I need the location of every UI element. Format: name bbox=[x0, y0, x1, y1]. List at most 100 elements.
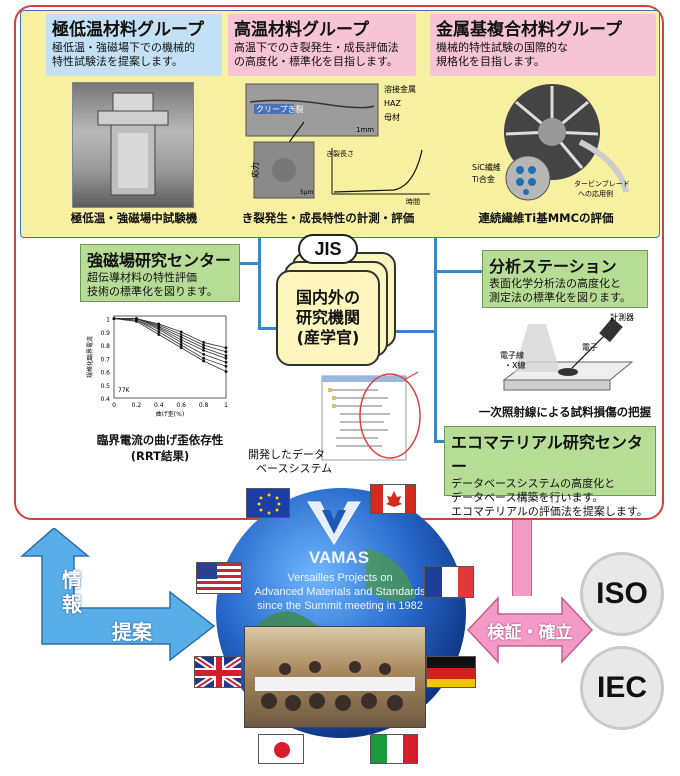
verify-establish-label: 検証・確立 bbox=[487, 623, 573, 643]
data-point bbox=[202, 352, 205, 356]
x-tick-label: 0.8 bbox=[199, 402, 209, 409]
magnet-caption-2: (RRT結果) bbox=[130, 449, 190, 463]
connector-to-eco bbox=[434, 440, 444, 443]
magnet-center-title: 強磁場研究センター bbox=[87, 251, 232, 270]
group-cryogenic-desc-1: 極低温・強磁場下での機械的 bbox=[52, 41, 195, 54]
proposal-label: 提案 bbox=[112, 620, 152, 644]
data-point bbox=[179, 335, 183, 339]
time-label: 時間 bbox=[406, 198, 420, 206]
tricolor-icon bbox=[425, 567, 473, 597]
detector-label: 計測器 bbox=[610, 312, 634, 322]
y-tick-label: 0.9 bbox=[100, 330, 110, 337]
data-point bbox=[179, 346, 183, 350]
data-point bbox=[157, 330, 161, 334]
y-tick-label: 0.6 bbox=[100, 370, 110, 377]
x-tick-label: 0.6 bbox=[176, 402, 186, 409]
data-point bbox=[157, 333, 161, 336]
vamas-v-icon bbox=[307, 501, 361, 545]
cryogenic-tester-photo bbox=[72, 82, 194, 208]
turbine-blade-label: タービンブレード bbox=[574, 179, 630, 188]
xray-label: ・X線 bbox=[504, 360, 525, 370]
ti-alloy-label: Ti合金 bbox=[471, 174, 495, 184]
weld-metal-label: 溶接金属 bbox=[384, 84, 416, 94]
group-cryogenic-title: 極低温材料グループ bbox=[52, 20, 204, 40]
series-line bbox=[113, 318, 227, 367]
data-point bbox=[202, 346, 205, 350]
group-mmc: 金属基複合材料グループ 機械的特性試験の国際的な 規格化を目指します。 bbox=[430, 14, 656, 76]
group-high-temp-caption: き裂発生・成長特性の計測・評価 bbox=[241, 211, 415, 225]
data-point bbox=[112, 317, 116, 321]
rising-sun-icon bbox=[274, 742, 290, 758]
group-mmc-title: 金属基複合材料グループ bbox=[436, 20, 622, 40]
data-point bbox=[224, 356, 228, 360]
iso-badge: ISO bbox=[580, 552, 664, 636]
sic-fiber-label: SiC繊維 bbox=[472, 162, 501, 172]
meeting-photo bbox=[244, 626, 426, 728]
mmc-turbine-figure: SiC繊維 Ti合金 タービンブレード への応用例 bbox=[471, 84, 630, 201]
x-tick-label: 1 bbox=[224, 402, 228, 409]
ecomaterial-desc-2: データベース構築を行います。 bbox=[451, 491, 604, 504]
data-point bbox=[224, 370, 228, 373]
vamas-line-3: since the Summit meeting in 1982 bbox=[257, 600, 423, 612]
database-caption-1: 開発したデータ bbox=[248, 448, 325, 461]
vamas-logo bbox=[306, 500, 362, 546]
analysis-station-caption: 一次照射線による試料損傷の把握 bbox=[478, 405, 652, 419]
y-axis-label: 規格化臨界電流 bbox=[86, 336, 94, 378]
crack-label: クリープき裂 bbox=[256, 104, 304, 114]
connector-to-center-left bbox=[258, 327, 280, 330]
irradiation-graphic: 計測器 電子 電子線 ・X線 bbox=[500, 312, 634, 391]
data-point bbox=[202, 356, 205, 360]
data-point bbox=[224, 350, 228, 354]
x-axis-label: 曲げ歪(%) bbox=[156, 410, 184, 418]
data-point bbox=[202, 341, 205, 344]
scale-1mm-label: 1mm bbox=[356, 126, 374, 134]
ecomaterial-desc-3: エコマテリアルの評価法を提案します。 bbox=[451, 505, 648, 518]
group-cryogenic: 極低温材料グループ 極低温・強磁場下での機械的 特性試験法を提案します。 bbox=[46, 14, 222, 76]
application-example-label: への応用例 bbox=[578, 189, 613, 198]
jis-badge: JIS bbox=[298, 234, 358, 264]
data-point bbox=[179, 330, 183, 334]
jis-label: JIS bbox=[314, 238, 342, 259]
analysis-station-title: 分析ステーション bbox=[489, 257, 617, 276]
data-point bbox=[179, 343, 183, 347]
temperature-note: 77K bbox=[118, 387, 131, 394]
mmc-image-panel: SiC繊維 Ti合金 タービンブレード への応用例 bbox=[470, 82, 634, 208]
group-cryogenic-caption: 極低温・強磁場中試験機 bbox=[70, 211, 198, 225]
connector-to-analysis bbox=[434, 270, 482, 273]
base-metal-label: 母材 bbox=[384, 112, 400, 122]
database-screenshot bbox=[318, 370, 422, 462]
vamas-line-2: Advanced Materials and Standards bbox=[254, 586, 426, 598]
analysis-station-box: 分析ステーション 表面化学分析法の高度化と 測定法の標準化を図ります。 bbox=[482, 250, 648, 308]
stress-label: 応力 bbox=[250, 162, 260, 178]
haz-label: HAZ bbox=[384, 99, 401, 108]
union-jack-icon bbox=[195, 657, 241, 687]
info-label-2: 報 bbox=[62, 592, 82, 616]
institutions-line-1: 国内外の bbox=[295, 288, 360, 307]
magnet-caption-1: 臨界電流の曲げ歪依存性 bbox=[96, 433, 224, 447]
group-mmc-caption: 連続繊維Ti基MMCの評価 bbox=[478, 211, 614, 225]
data-point bbox=[202, 359, 205, 363]
data-point bbox=[224, 346, 228, 350]
x-tick-label: 0 bbox=[112, 402, 116, 409]
data-point bbox=[202, 343, 205, 347]
japan-flag bbox=[258, 734, 304, 764]
crack-growth-figure: クリープき裂 溶接金属 HAZ 母材 1mm 5μm 応力 き裂長さ 時間 bbox=[245, 83, 430, 206]
y-tick-label: 1 bbox=[106, 317, 110, 324]
data-point bbox=[135, 319, 138, 323]
scale-5um-label: 5μm bbox=[300, 189, 314, 196]
x-tick-label: 0.4 bbox=[154, 402, 164, 409]
data-point bbox=[202, 348, 205, 352]
data-point bbox=[224, 354, 228, 358]
pink-connector bbox=[512, 520, 532, 596]
vamas-title: VAMAS bbox=[308, 548, 370, 567]
germany-flag bbox=[426, 656, 476, 688]
database-graphic bbox=[321, 371, 421, 461]
analysis-station-desc-2: 測定法の標準化を図ります。 bbox=[489, 291, 631, 304]
magnet-center-box: 強磁場研究センター 超伝導材料の特性評価 技術の標準化を図ります。 bbox=[80, 244, 240, 302]
stars-stripes-icon bbox=[197, 563, 241, 593]
maple-leaf-icon bbox=[371, 485, 415, 513]
group-high-temp-desc-2: の高度化・標準化を目指します。 bbox=[234, 55, 398, 68]
black-red-gold-icon bbox=[427, 657, 475, 687]
group-high-temp-title: 高温材料グループ bbox=[234, 20, 369, 40]
ecomaterial-title: エコマテリアル研究センター bbox=[451, 433, 643, 476]
